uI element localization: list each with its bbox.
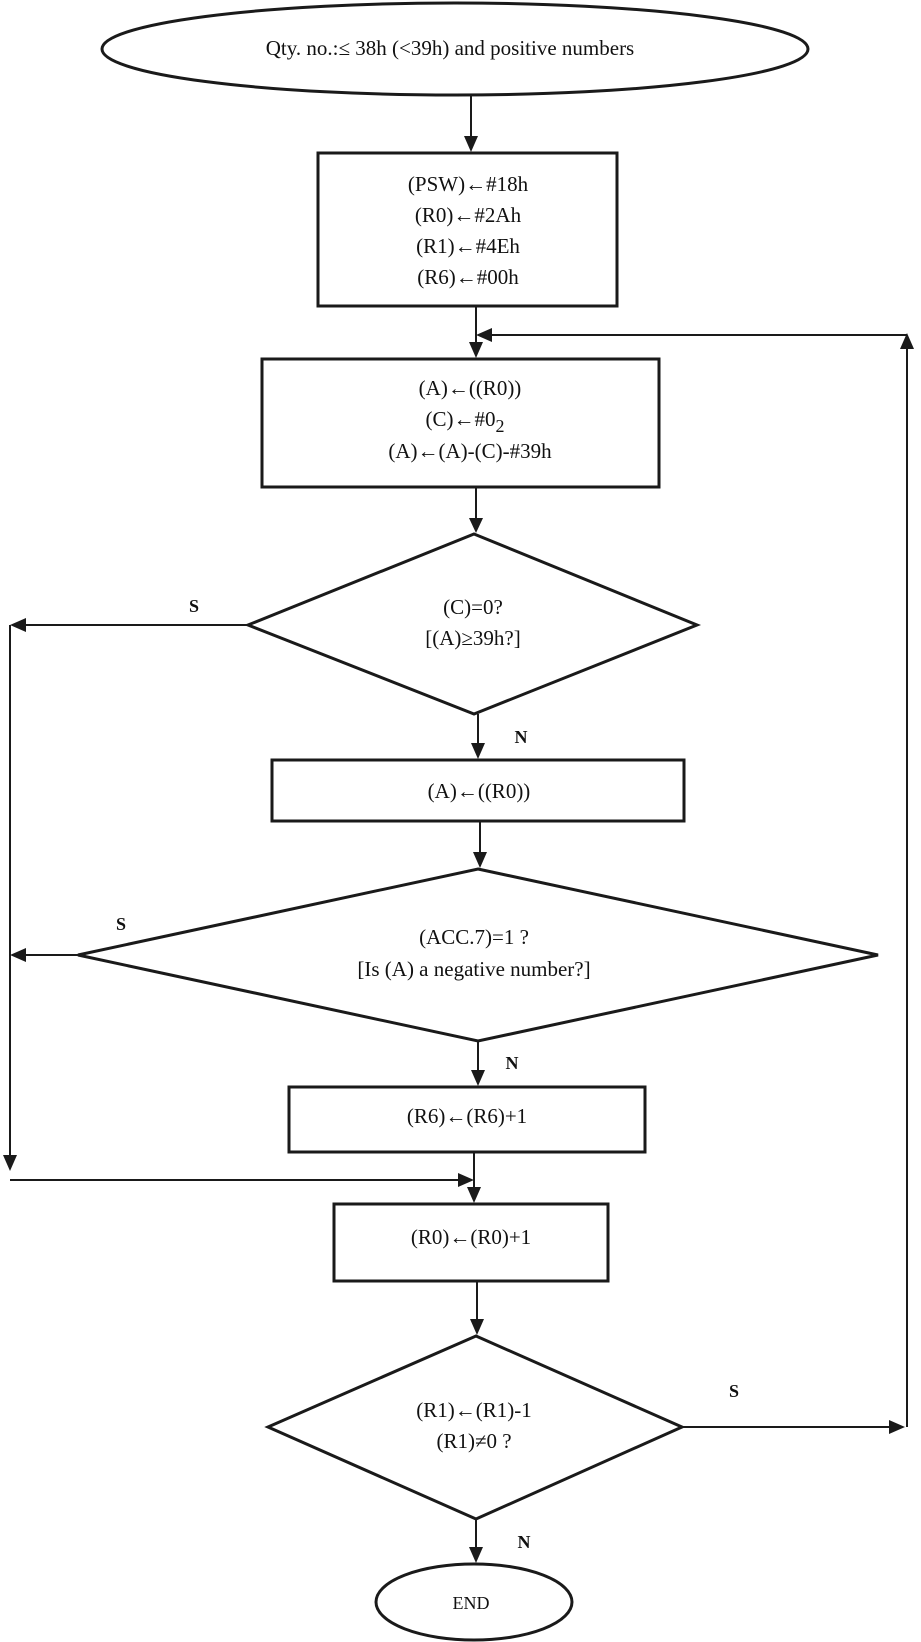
end-terminal xyxy=(374,1562,574,1642)
arrowhead xyxy=(469,342,483,358)
increment-r6-text: (R6)←(R6)+1 xyxy=(407,1104,527,1128)
decision-sign-diamond xyxy=(77,867,879,1043)
increment-r0-text: (R0)←(R0)+1 xyxy=(411,1225,531,1249)
arrowhead xyxy=(464,136,478,152)
arrowhead xyxy=(458,1173,474,1187)
decision-loop-yes-label: S xyxy=(729,1381,739,1401)
decision-loop-line1: (R1)←(R1)-1 xyxy=(416,1398,531,1422)
reload-box xyxy=(270,758,686,823)
init-line-r0: (R0)←#2Ah xyxy=(415,203,522,227)
start-terminal xyxy=(100,1,810,97)
arrowhead xyxy=(900,333,914,349)
arrowhead xyxy=(10,948,26,962)
arrowhead xyxy=(3,1155,17,1171)
init-line-r6: (R6)←#00h xyxy=(417,265,519,289)
load-line-c: (C)←#02 xyxy=(426,407,505,436)
arrowhead xyxy=(471,743,485,759)
arrowhead xyxy=(469,1547,483,1563)
load-line-c-subscript: 2 xyxy=(496,416,505,436)
init-line-r1: (R1)←#4Eh xyxy=(416,234,520,258)
arrowhead xyxy=(473,852,487,868)
decision-sign-yes-label: S xyxy=(116,914,126,934)
decision-carry-diamond xyxy=(243,532,702,716)
load-line-a: (A)←((R0)) xyxy=(419,376,522,400)
arrowhead xyxy=(10,618,26,632)
decision-loop-line2: (R1)≠0 ? xyxy=(436,1429,511,1453)
load-subtract-box xyxy=(260,357,661,489)
decision-sign-line1: (ACC.7)=1 ? xyxy=(419,925,529,949)
decision-sign-no-label: N xyxy=(506,1053,519,1073)
start-text: Qty. no.:≤ 38h (<39h) and positive numbe… xyxy=(266,36,634,60)
arrowhead xyxy=(471,1070,485,1086)
increment-r0-box xyxy=(332,1202,610,1283)
init-line-psw: (PSW)←#18h xyxy=(408,172,529,196)
decision-carry-no-label: N xyxy=(515,727,528,747)
decision-carry-yes-label: S xyxy=(189,596,199,616)
decision-carry-line1: (C)=0? xyxy=(443,595,503,619)
increment-r6-box xyxy=(287,1085,647,1154)
arrowhead xyxy=(889,1420,905,1434)
load-line-sub: (A)←(A)-(C)-#39h xyxy=(388,439,552,463)
decision-loop-no-label: N xyxy=(518,1532,531,1552)
arrowhead xyxy=(467,1187,481,1203)
decision-sign-line2: [Is (A) a negative number?] xyxy=(357,957,590,981)
arrowhead xyxy=(476,328,492,342)
decision-carry-line2: [(A)≥39h?] xyxy=(425,626,520,650)
decision-loop-diamond xyxy=(264,1334,686,1521)
arrowhead xyxy=(469,518,483,533)
end-text: END xyxy=(453,1593,490,1613)
init-registers-box xyxy=(316,151,619,308)
arrowhead xyxy=(470,1319,484,1335)
reload-text: (A)←((R0)) xyxy=(428,779,531,803)
load-line-c-main: (C)←#0 xyxy=(426,407,496,431)
